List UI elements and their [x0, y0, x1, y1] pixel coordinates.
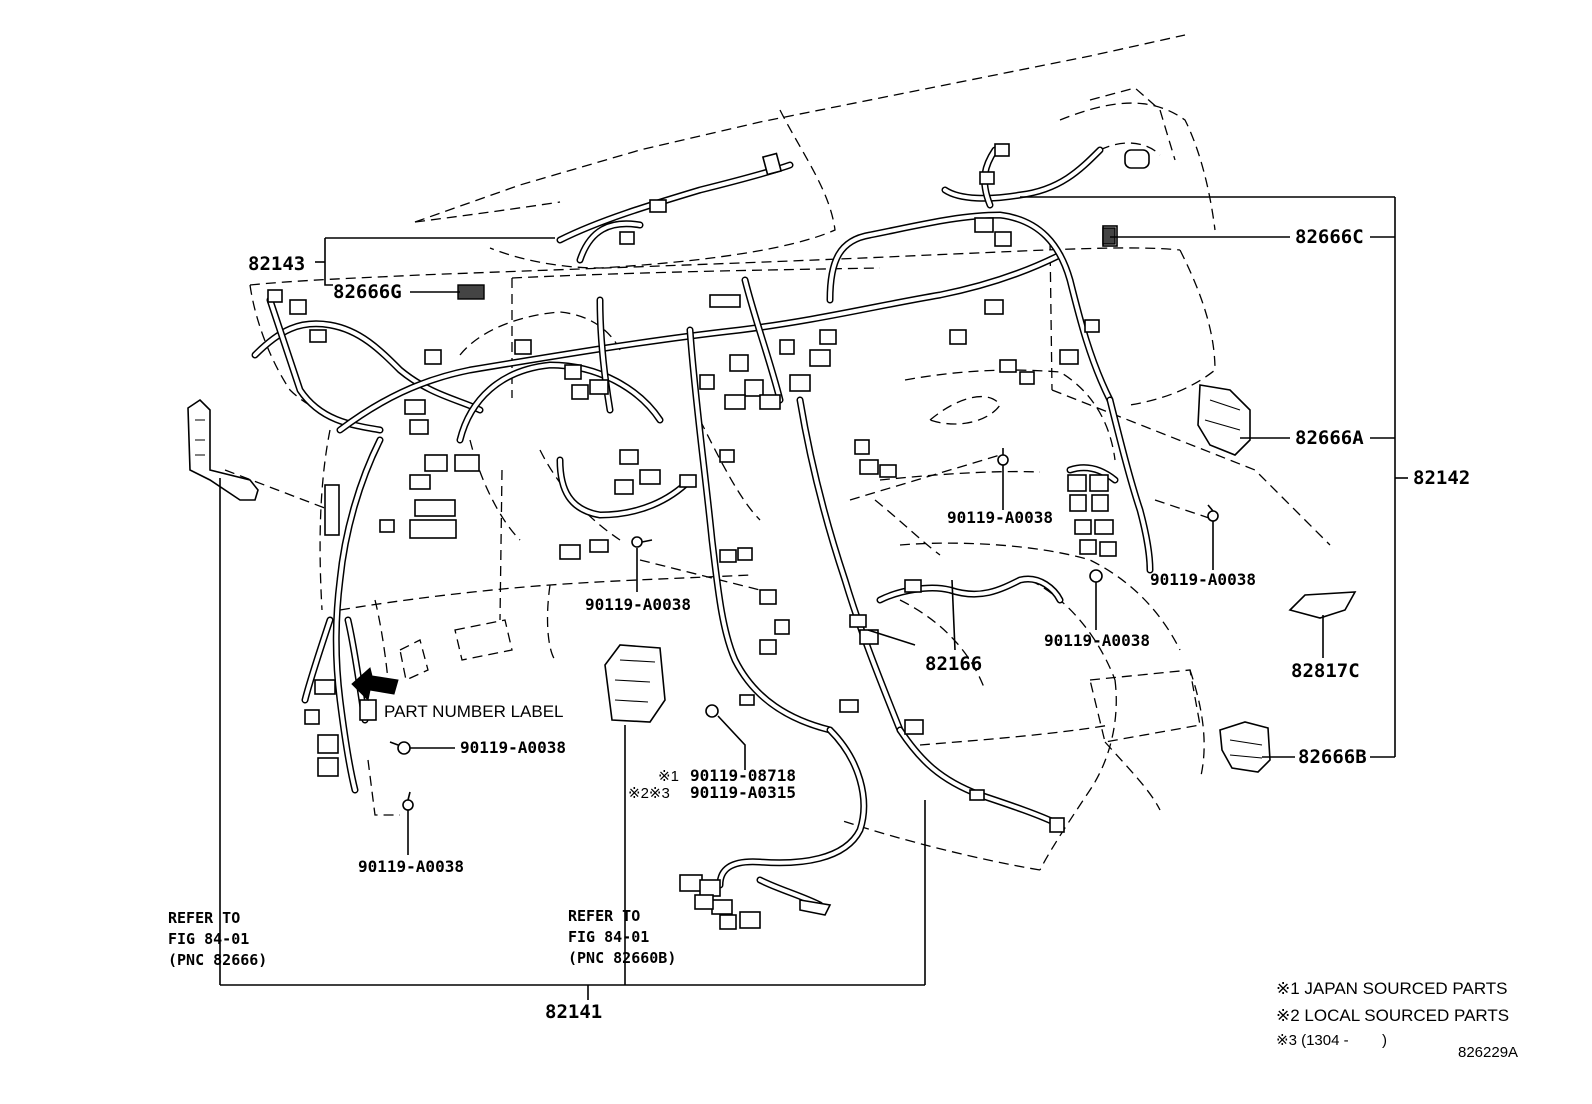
part-number-arrow-icon — [351, 667, 399, 702]
left-bracket-part — [187, 398, 259, 501]
mark-local: ※2※3 — [628, 785, 670, 802]
callout-82141: 82141 — [545, 1001, 602, 1023]
refer-left: REFER TO FIG 84-01 (PNC 82666) — [168, 909, 267, 969]
bolt-label-a0038-3: 90119-A0038 — [1044, 631, 1150, 650]
refer-left-line2: FIG 84-01 — [168, 930, 249, 948]
callout-82666g: 82666G — [333, 281, 402, 303]
bolt-label-a0038-1: 90119-A0038 — [947, 508, 1053, 527]
leader-lines — [219, 196, 1408, 1000]
bolt-icon — [1089, 569, 1103, 583]
refer-mid-line1: REFER TO — [568, 907, 640, 925]
dashboard-outline — [249, 34, 1216, 871]
refer-left-line3: (PNC 82666) — [168, 951, 267, 969]
bolt-icon — [705, 704, 719, 718]
bolt-icon — [997, 448, 1009, 466]
part-number-label-text: PART NUMBER LABEL — [384, 702, 564, 721]
callout-82143: 82143 — [248, 253, 305, 275]
relay-block-part — [604, 644, 666, 723]
clip-82817c-part — [1288, 591, 1357, 619]
callout-82142: 82142 — [1413, 467, 1470, 489]
bolt-label-a0038-6: 90119-A0038 — [358, 857, 464, 876]
refer-mid-line3: (PNC 82660B) — [568, 949, 676, 967]
callout-82666c: 82666C — [1295, 226, 1364, 248]
callout-labels: 82143 82666G 82666C 82666A 82142 82817C … — [248, 226, 1470, 1023]
bolt-label-a0315: 90119-A0315 — [690, 783, 796, 802]
bracket-82666b-part — [1219, 721, 1271, 773]
bolt-label-a0038-5: 90119-A0038 — [460, 738, 566, 757]
refer-mid-line2: FIG 84-01 — [568, 928, 649, 946]
callout-82666a: 82666A — [1295, 427, 1364, 449]
bolt-icon — [1207, 504, 1219, 522]
bolt-label-a0038-4: 90119-A0038 — [585, 595, 691, 614]
footnotes: ※1 JAPAN SOURCED PARTS ※2 LOCAL SOURCED … — [1276, 979, 1518, 1061]
figure-id: 826229A — [1458, 1044, 1518, 1061]
note-date-range: ※3 (1304 - ) — [1276, 1032, 1387, 1049]
connectors — [267, 143, 1150, 930]
callout-82666b: 82666B — [1298, 746, 1367, 768]
loose-parts — [187, 227, 1357, 773]
note-local-sourced: ※2 LOCAL SOURCED PARTS — [1276, 1006, 1509, 1025]
note-japan-sourced: ※1 JAPAN SOURCED PARTS — [1276, 979, 1508, 998]
callout-82166: 82166 — [925, 653, 982, 675]
refer-mid: REFER TO FIG 84-01 (PNC 82660B) — [568, 907, 676, 967]
bolt-label-a0038-2: 90119-A0038 — [1150, 570, 1256, 589]
wire-harness — [251, 146, 1154, 909]
bolt-icon — [631, 536, 653, 548]
bolt-icon — [389, 741, 411, 755]
bolt-label-08718: 90119-08718 — [690, 766, 796, 785]
bolt-icon — [402, 791, 414, 811]
mark-japan: ※1 — [658, 768, 679, 785]
callout-82817c: 82817C — [1291, 660, 1360, 682]
bracket-82666a-part — [1197, 384, 1251, 456]
refer-left-line1: REFER TO — [168, 909, 240, 927]
